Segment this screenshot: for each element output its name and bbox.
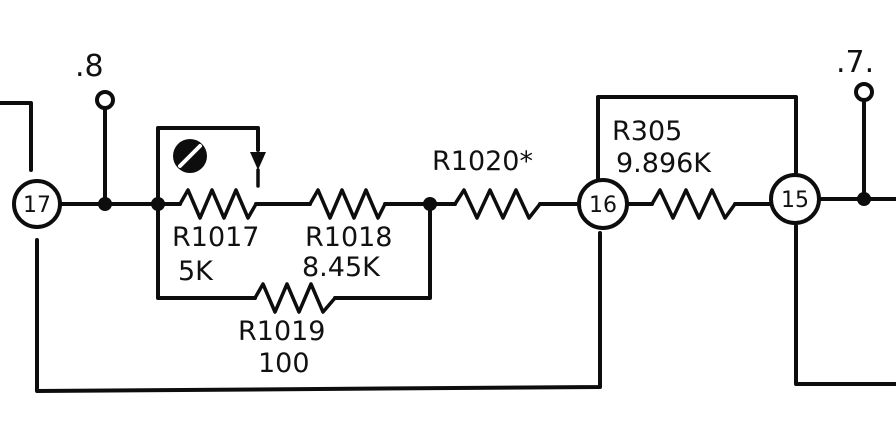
junction-dot: [423, 197, 437, 211]
wire-r305-bypass: [596, 95, 798, 182]
r305-ref-label: R305: [612, 116, 682, 147]
junction-dot: [857, 192, 871, 206]
wire-15-bottom: [794, 224, 896, 386]
resistor-r305-body: [650, 188, 737, 220]
resistor-r1019-body: [253, 282, 337, 314]
junctions: [98, 192, 871, 211]
test-point-left-terminal: [95, 90, 115, 110]
node-16-label: 16: [589, 193, 617, 218]
wire-bottom-loop: [35, 231, 602, 393]
wiper-arrow-icon: [250, 152, 266, 188]
test-point-right-terminal: [854, 82, 874, 102]
r1017-value-label: 5K: [178, 256, 214, 287]
junction-dot: [151, 197, 165, 211]
resistors: [178, 188, 737, 314]
r305-value-label: 9.896K: [616, 148, 712, 179]
r1018-value-label: 8.45K: [302, 252, 381, 283]
wire-r1019-right: [333, 202, 432, 300]
wires: [0, 95, 896, 393]
resistor-r1018-body: [308, 188, 387, 220]
test-point-icon: [95, 82, 874, 110]
r1019-ref-label: R1019: [238, 316, 325, 347]
r1020-ref-label: R1020*: [432, 146, 533, 177]
node-markers: [12, 173, 821, 230]
wire-left-top: [0, 101, 33, 172]
r1019-value-label: 100: [258, 348, 310, 379]
junction-dot: [98, 197, 112, 211]
resistor-r1020-body: [453, 188, 542, 220]
test-point-right-label: .7.: [836, 45, 874, 80]
test-point-left-label: .8: [75, 49, 104, 84]
node-17-circle: [12, 179, 62, 229]
node-15-label: 15: [781, 188, 809, 213]
r1017-ref-label: R1017: [172, 222, 259, 253]
wire-r1019-left: [156, 202, 257, 300]
screwdriver-slot-icon: [173, 139, 207, 173]
node-17-label: 17: [23, 193, 51, 218]
resistor-r1017-body: [178, 188, 258, 220]
node-15-circle: [769, 173, 821, 225]
node-16-circle: [577, 178, 629, 230]
r1018-ref-label: R1018: [305, 222, 392, 253]
wire-pot-box-top: [156, 126, 260, 206]
